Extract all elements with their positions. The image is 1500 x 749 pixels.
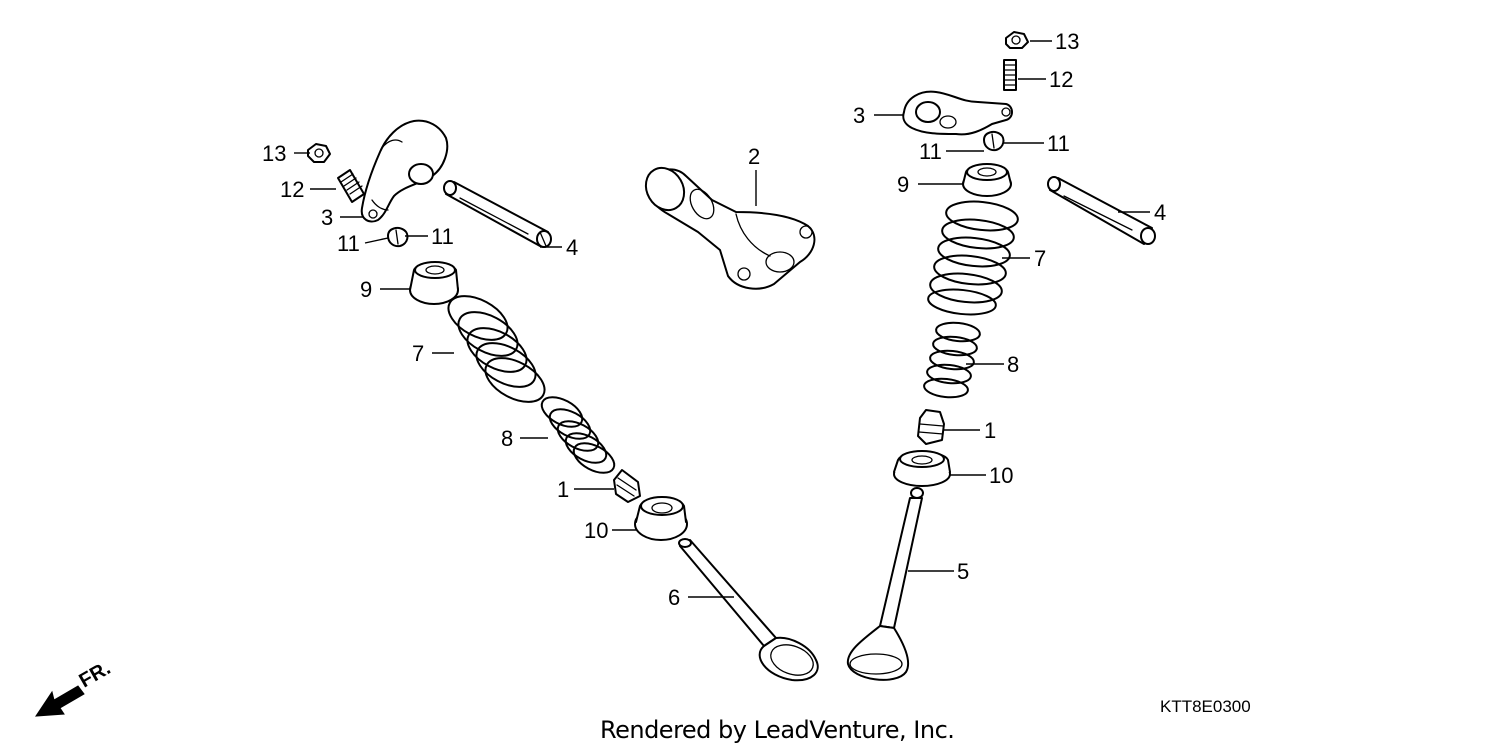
callout-1-left: 1: [557, 477, 569, 502]
left-spring-seat-10[interactable]: [634, 496, 688, 541]
right-adjust-screw[interactable]: [1003, 59, 1017, 91]
front-direction-label: FR.: [76, 657, 115, 692]
callout-11-right-a: 11: [919, 139, 942, 164]
callout-1-right: 1: [984, 418, 996, 443]
left-lock-nut[interactable]: [307, 143, 331, 163]
right-spring-seat-10[interactable]: [893, 450, 951, 487]
callout-13-left: 13: [262, 141, 286, 166]
left-rocker-shaft[interactable]: [443, 180, 552, 248]
callout-4-right: 4: [1154, 200, 1166, 225]
callout-12-left: 12: [280, 177, 304, 202]
left-adjust-screw[interactable]: [337, 169, 365, 203]
callout-3-left: 3: [321, 205, 333, 230]
callout-11-left-a: 11: [337, 231, 360, 256]
callout-5: 5: [957, 559, 969, 584]
camshaft[interactable]: [638, 161, 816, 290]
leader-lines: [294, 40, 1150, 598]
left-inner-spring-8[interactable]: [537, 391, 619, 479]
right-outer-spring-7[interactable]: [927, 198, 1019, 317]
diagram-code: KTT8E0300: [1160, 697, 1251, 716]
callout-8-right: 8: [1007, 352, 1019, 377]
callout-2: 2: [748, 144, 760, 169]
left-rocker-arm[interactable]: [360, 119, 449, 223]
callout-10-right: 10: [989, 463, 1013, 488]
callout-9-left: 9: [360, 277, 372, 302]
right-valve-5[interactable]: [846, 487, 924, 681]
callout-11-left-b: 11: [431, 224, 454, 249]
left-retainer-9[interactable]: [409, 261, 459, 305]
callout-8-left: 8: [501, 426, 513, 451]
callout-13-right: 13: [1055, 29, 1079, 54]
callout-numbers: 13 12 3 11 11 4 9 7 8 1 10 6 2 13 12 3 1…: [262, 29, 1166, 610]
right-lock-nut[interactable]: [1005, 31, 1029, 49]
render-credit: Rendered by LeadVenture, Inc.: [600, 716, 955, 744]
right-rocker-arm[interactable]: [902, 90, 1013, 136]
left-outer-spring-7[interactable]: [441, 287, 551, 411]
callout-7-right: 7: [1034, 246, 1046, 271]
front-direction-arrow: FR.: [35, 657, 115, 717]
callout-9-right: 9: [897, 172, 909, 197]
right-inner-spring-8[interactable]: [923, 321, 981, 400]
callout-3-right: 3: [853, 103, 865, 128]
right-cotter-clip[interactable]: [983, 131, 1005, 152]
callout-10-left: 10: [584, 518, 608, 543]
right-retainer-9[interactable]: [962, 163, 1012, 197]
callout-11-right-b: 11: [1047, 131, 1070, 156]
right-stem-seal-1[interactable]: [917, 409, 945, 445]
right-rocker-shaft[interactable]: [1047, 176, 1156, 245]
left-valve-6[interactable]: [678, 538, 819, 682]
callout-12-right: 12: [1049, 67, 1073, 92]
callout-7-left: 7: [412, 341, 424, 366]
left-cotter-clip[interactable]: [387, 227, 409, 248]
callout-4-left: 4: [566, 235, 578, 260]
left-stem-seal-1[interactable]: [613, 469, 641, 503]
callout-6: 6: [668, 585, 680, 610]
